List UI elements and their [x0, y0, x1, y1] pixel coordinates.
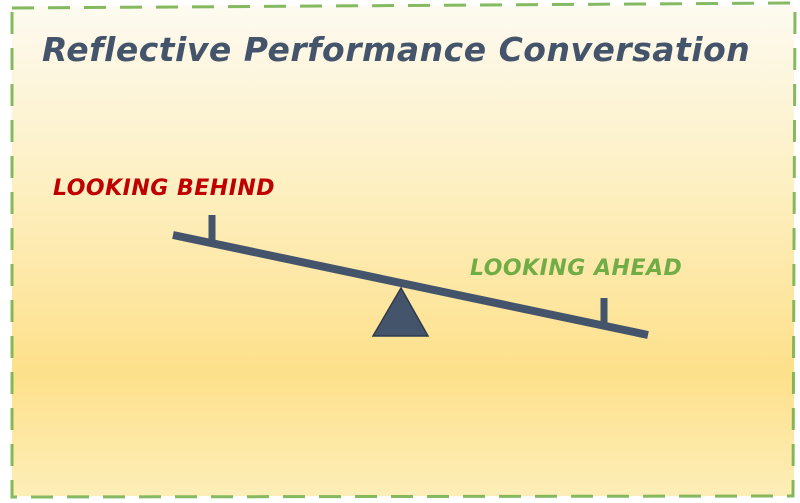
page-title: Reflective Performance Conversation — [42, 30, 751, 69]
looking-behind-label: LOOKING BEHIND — [53, 176, 276, 201]
card-background — [12, 6, 794, 496]
dashed-border — [10, 1, 797, 499]
seesaw-beam — [172, 231, 649, 339]
seesaw — [172, 215, 649, 339]
fulcrum-triangle — [371, 286, 430, 337]
looking-ahead-label: LOOKING AHEAD — [470, 256, 683, 281]
